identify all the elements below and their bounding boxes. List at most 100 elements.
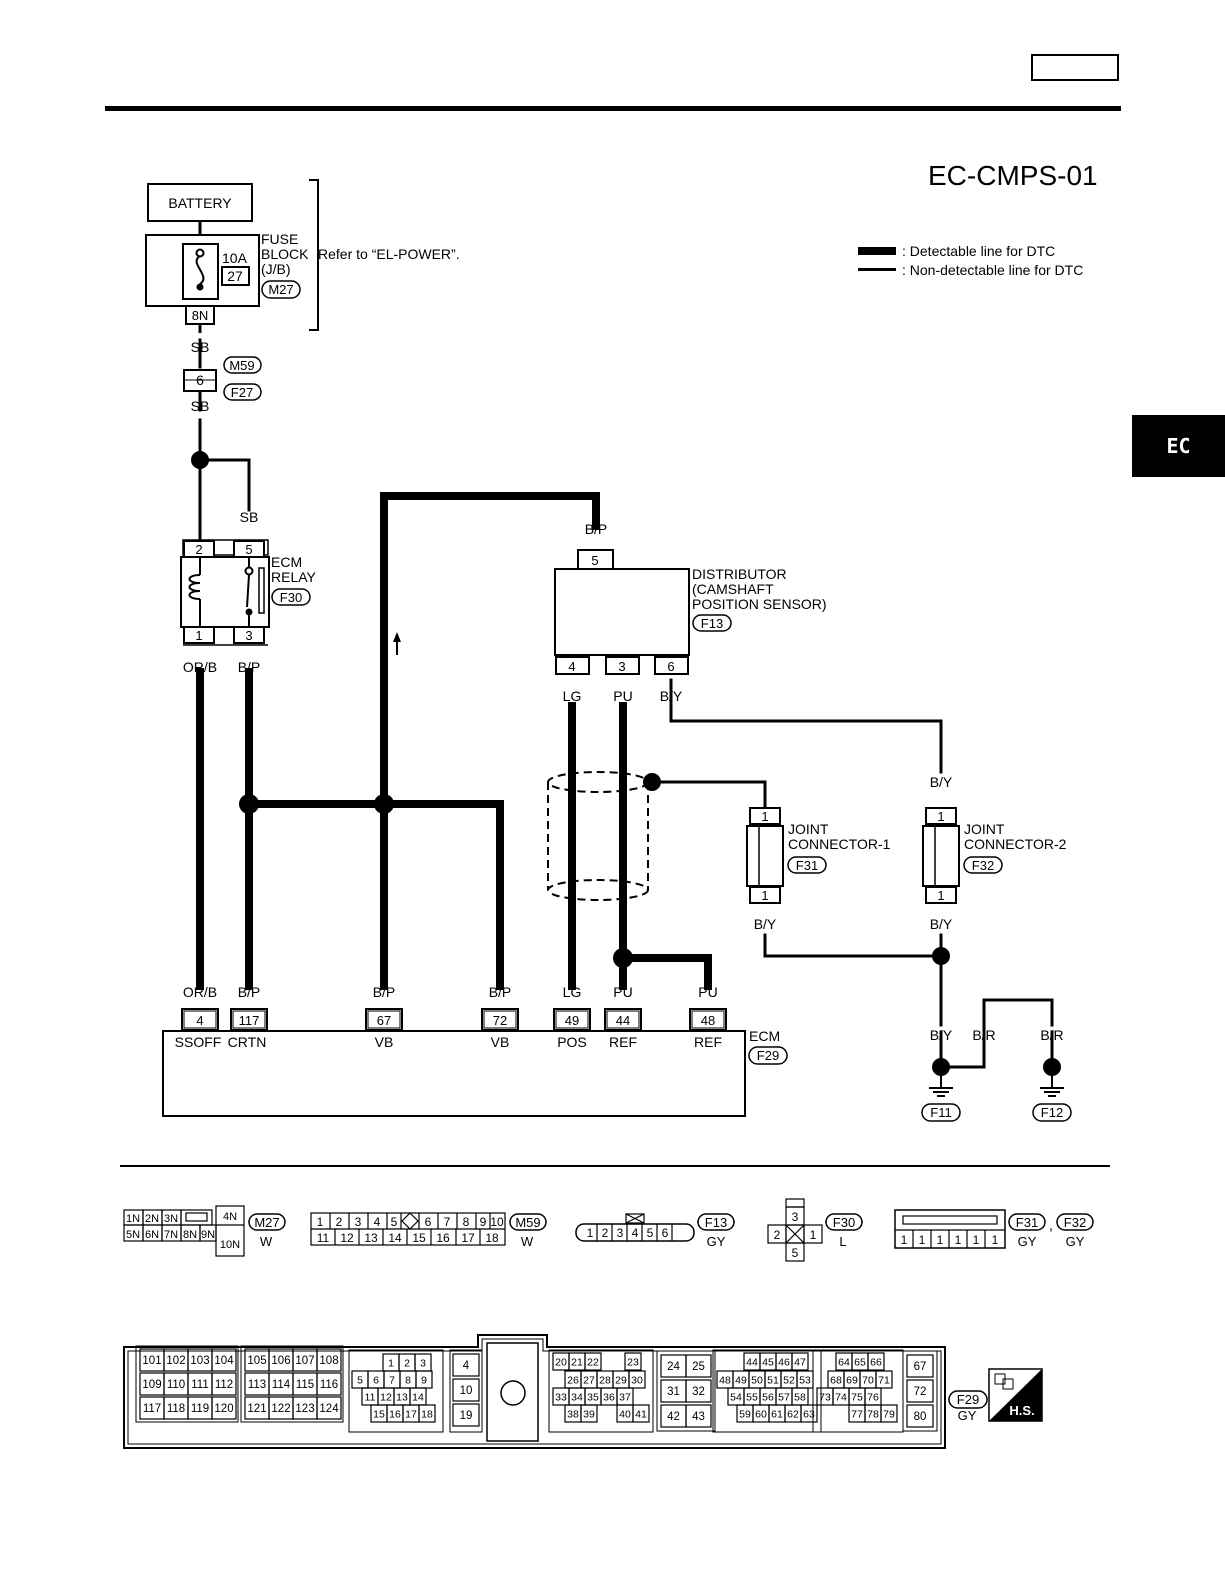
svg-text:4: 4	[196, 1013, 203, 1028]
f29-cavity	[211, 1372, 237, 1396]
svg-text:OR/B: OR/B	[183, 659, 217, 675]
f29-pin-label: 38	[567, 1409, 579, 1421]
svg-text:1: 1	[937, 809, 944, 824]
svg-text:8: 8	[463, 1215, 470, 1229]
svg-text:6: 6	[667, 659, 674, 674]
f29-pin-label: 70	[862, 1375, 874, 1387]
svg-text:GY: GY	[1066, 1234, 1085, 1249]
svg-text:B/Y: B/Y	[930, 1027, 953, 1043]
f29-pin-label: 76	[867, 1392, 879, 1404]
f29-pin-label: 53	[799, 1375, 811, 1387]
svg-text:M59: M59	[229, 358, 254, 373]
shielded-cable	[547, 771, 649, 901]
f29-cavity	[316, 1372, 342, 1396]
f29-pin-label: 14	[412, 1392, 424, 1404]
svg-text:1: 1	[810, 1228, 817, 1242]
svg-text:5: 5	[591, 553, 598, 568]
f29-pin-label: 33	[555, 1392, 567, 1404]
svg-text:7N: 7N	[164, 1229, 178, 1241]
f29-block-frame	[712, 1349, 822, 1433]
section-tab-ec[interactable]: EC	[1132, 415, 1225, 477]
f29-cavity	[685, 1404, 712, 1428]
f29-pin-label: 111	[191, 1379, 208, 1391]
flow-arrow	[393, 632, 401, 655]
connector-view-m59: 1 2 3 4 5 6 7 8 9 10 11 12 13 14 15 16 1…	[310, 1212, 547, 1249]
svg-text:F31: F31	[796, 858, 818, 873]
f29-pin-label: 75	[851, 1392, 863, 1404]
svg-text:5: 5	[245, 542, 252, 557]
f29-pin-label: 63	[803, 1409, 815, 1421]
f29-pin-label: 124	[319, 1403, 339, 1415]
f29-cavity	[632, 1404, 650, 1423]
f29-pin-label: 44	[746, 1357, 758, 1369]
f29-pin-label: 121	[247, 1403, 266, 1415]
svg-text:6: 6	[196, 372, 204, 388]
f29-cavity	[875, 1370, 893, 1389]
svg-text:3: 3	[355, 1215, 362, 1229]
f29-cavity	[211, 1396, 237, 1420]
svg-text:1: 1	[317, 1215, 324, 1229]
svg-text:SB: SB	[240, 509, 259, 525]
svg-text:F29: F29	[757, 1048, 779, 1063]
svg-text:48: 48	[701, 1013, 715, 1028]
f29-pin-label: 101	[142, 1355, 161, 1367]
f29-pin-label: 4	[463, 1360, 470, 1372]
f29-pin-label: 103	[190, 1355, 209, 1367]
f29-pin-label: 58	[794, 1392, 806, 1404]
svg-text:F32: F32	[972, 858, 994, 873]
f29-pin-label: 57	[778, 1392, 790, 1404]
f29-pin-label: 18	[421, 1409, 433, 1421]
f29-cavity	[867, 1352, 885, 1371]
svg-text:F13: F13	[705, 1215, 727, 1230]
f29-pin-label: 71	[878, 1375, 890, 1387]
svg-text:SSOFF: SSOFF	[175, 1034, 222, 1050]
grounds: B/Y B/R B/R F11 F12	[921, 1027, 1072, 1122]
svg-text:4N: 4N	[223, 1211, 237, 1223]
svg-text:B/P: B/P	[373, 984, 396, 1000]
f29-cavity	[580, 1404, 598, 1423]
f29-cavity	[880, 1404, 898, 1423]
f29-pin-label: 40	[619, 1409, 631, 1421]
f29-pin-label: 6	[373, 1375, 379, 1387]
f29-pin-label: 42	[667, 1411, 680, 1423]
f29-pin-label: 118	[167, 1403, 185, 1415]
svg-text:3: 3	[617, 1226, 624, 1240]
f29-pin-label: 20	[555, 1357, 567, 1369]
svg-text:7: 7	[444, 1215, 451, 1229]
f29-cavity	[316, 1348, 342, 1372]
f29-pin-label: 3	[420, 1358, 426, 1370]
svg-text:F11: F11	[930, 1105, 951, 1120]
f29-pin-label: 23	[627, 1357, 639, 1369]
f29-cavity	[791, 1352, 809, 1371]
f29-pin-label: 66	[870, 1357, 882, 1369]
svg-text:8N: 8N	[192, 308, 209, 323]
svg-text:FUSE: FUSE	[261, 231, 298, 247]
f29-pin-label: 61	[771, 1409, 783, 1421]
f29-block-frame	[348, 1349, 444, 1433]
f29-pin-label: 72	[914, 1386, 927, 1398]
svg-text:8N: 8N	[183, 1229, 197, 1241]
f29-pin-label: 117	[143, 1403, 161, 1415]
svg-text:B/P: B/P	[585, 521, 608, 537]
svg-text:9: 9	[480, 1215, 487, 1229]
svg-text:18: 18	[485, 1231, 499, 1245]
f29-cavity	[906, 1404, 934, 1428]
f29-pin-label: 74	[835, 1392, 847, 1404]
svg-text:117: 117	[239, 1013, 260, 1028]
legend: : Detectable line for DTC : Non-detectab…	[858, 243, 1083, 278]
svg-text:1: 1	[901, 1233, 908, 1247]
svg-text:: Detectable line for DTC: : Detectable line for DTC	[902, 243, 1055, 259]
f29-pin-label: 110	[167, 1379, 185, 1391]
svg-text:VB: VB	[375, 1034, 394, 1050]
svg-text:3N: 3N	[164, 1213, 178, 1225]
svg-text:3: 3	[245, 628, 252, 643]
svg-text:6: 6	[425, 1215, 432, 1229]
f29-pin-label: 26	[567, 1375, 579, 1387]
f29-cavity	[452, 1353, 480, 1377]
f29-cavity	[800, 1404, 818, 1423]
f29-pin-label: 115	[296, 1379, 314, 1391]
svg-text:5: 5	[792, 1246, 799, 1260]
f29-pin-label: 8	[405, 1375, 411, 1387]
svg-text:B/P: B/P	[489, 984, 512, 1000]
f29-pin-label: 114	[272, 1379, 291, 1391]
